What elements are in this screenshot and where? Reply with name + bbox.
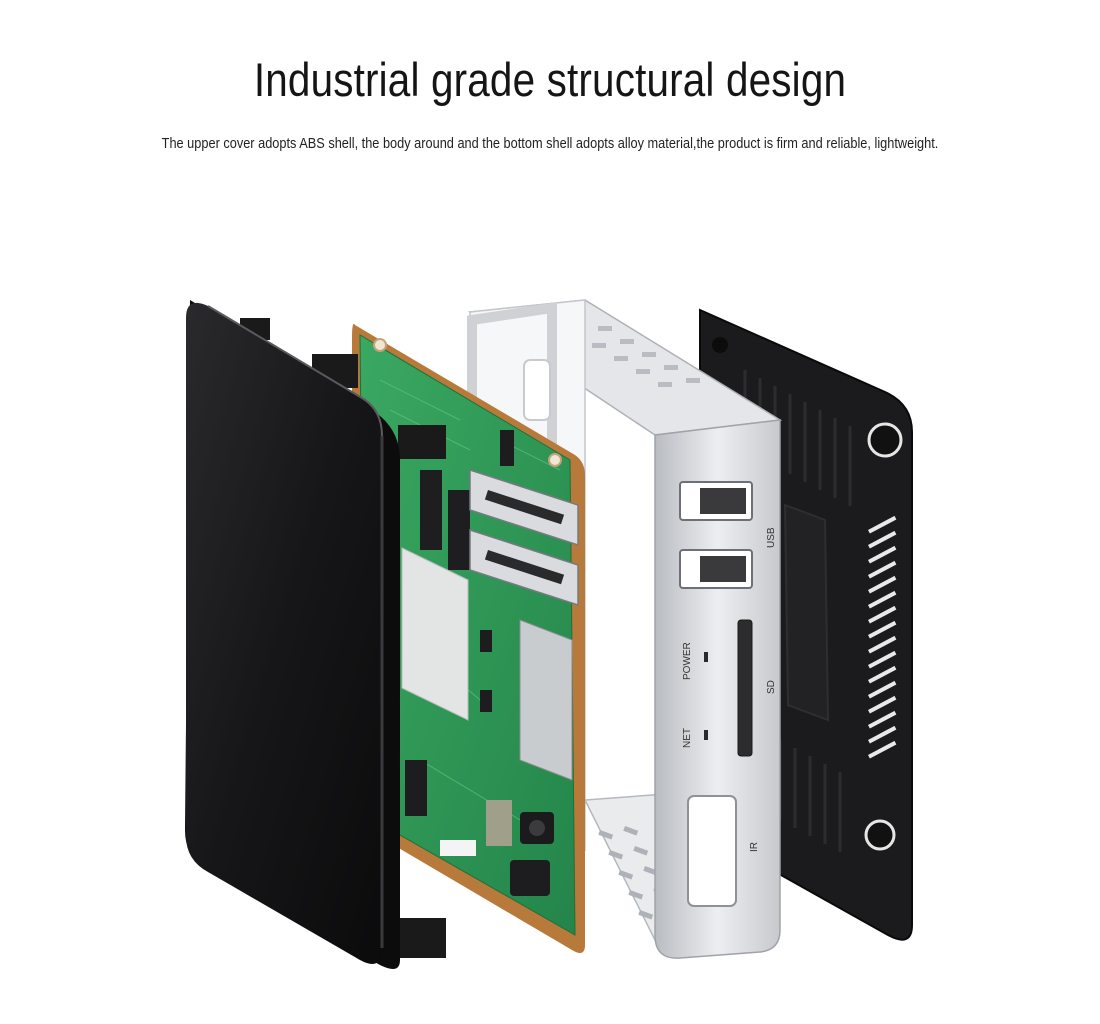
net-label: NET [682, 728, 693, 748]
sd-label: SD [766, 680, 777, 694]
top-cover [185, 300, 446, 969]
power-label: POWER [682, 642, 693, 680]
page-subtitle: The upper cover adopts ABS shell, the bo… [161, 136, 939, 152]
page-title: Industrial grade structural design [253, 53, 847, 106]
circuit-board [352, 323, 585, 954]
usb-label: USB [766, 527, 777, 548]
ir-label: IR [749, 842, 760, 852]
